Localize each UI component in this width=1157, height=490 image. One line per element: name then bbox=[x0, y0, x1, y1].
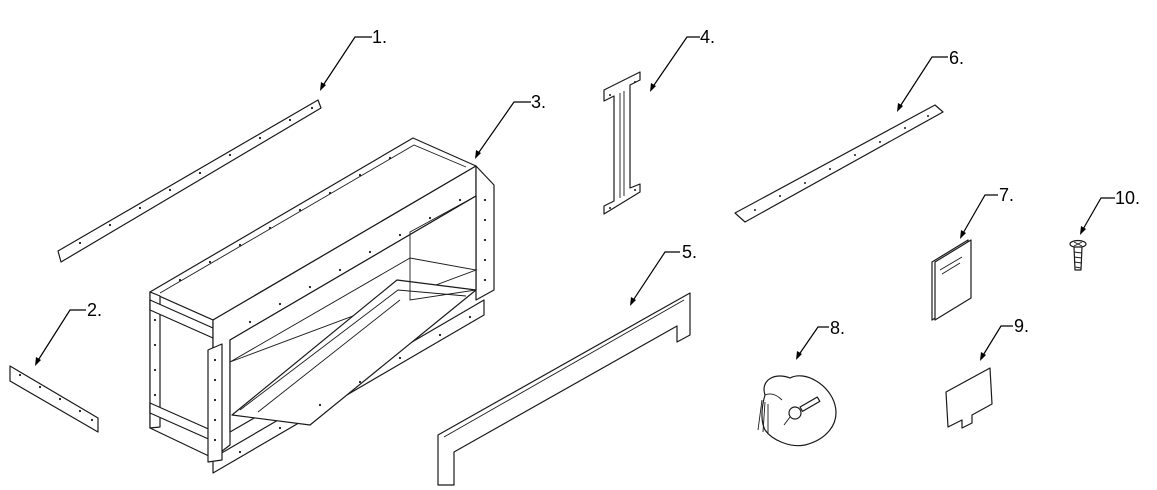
callout-2: 2. bbox=[35, 300, 102, 366]
callout-8-label: 8. bbox=[830, 318, 845, 338]
callout-10: 10. bbox=[1080, 188, 1140, 235]
part-10-screw bbox=[1069, 239, 1087, 271]
callout-5-label: 5. bbox=[682, 242, 697, 262]
part-6-holes bbox=[754, 115, 929, 211]
callout-6-label: 6. bbox=[949, 48, 964, 68]
part-1-top-flange bbox=[57, 99, 322, 263]
part-1-holes bbox=[78, 106, 314, 245]
callout-1-label: 1. bbox=[372, 27, 387, 47]
callout-9: 9. bbox=[980, 316, 1029, 361]
part-3-rivets bbox=[153, 156, 487, 454]
callout-3: 3. bbox=[475, 92, 546, 159]
callout-4: 4. bbox=[650, 27, 715, 92]
part-6-strip bbox=[734, 104, 944, 223]
callout-7: 7. bbox=[960, 185, 1014, 239]
part-2-side-flange bbox=[9, 365, 99, 433]
part-9-plate bbox=[945, 367, 993, 429]
callout-4-label: 4. bbox=[700, 27, 715, 47]
part-7-manual bbox=[931, 239, 972, 321]
callout-9-label: 9. bbox=[1014, 316, 1029, 336]
part-5-trim-panel bbox=[437, 292, 691, 486]
callout-1: 1. bbox=[320, 27, 387, 91]
callout-7-label: 7. bbox=[999, 185, 1014, 205]
callout-3-label: 3. bbox=[531, 92, 546, 112]
part-3-firebox bbox=[149, 137, 495, 474]
part-8-bag bbox=[757, 375, 837, 447]
callout-5: 5. bbox=[630, 242, 697, 306]
part-4-bracket bbox=[603, 71, 641, 215]
callout-6: 6. bbox=[897, 48, 964, 112]
callout-2-label: 2. bbox=[87, 300, 102, 320]
callout-10-label: 10. bbox=[1115, 188, 1140, 208]
callout-8: 8. bbox=[796, 318, 845, 360]
